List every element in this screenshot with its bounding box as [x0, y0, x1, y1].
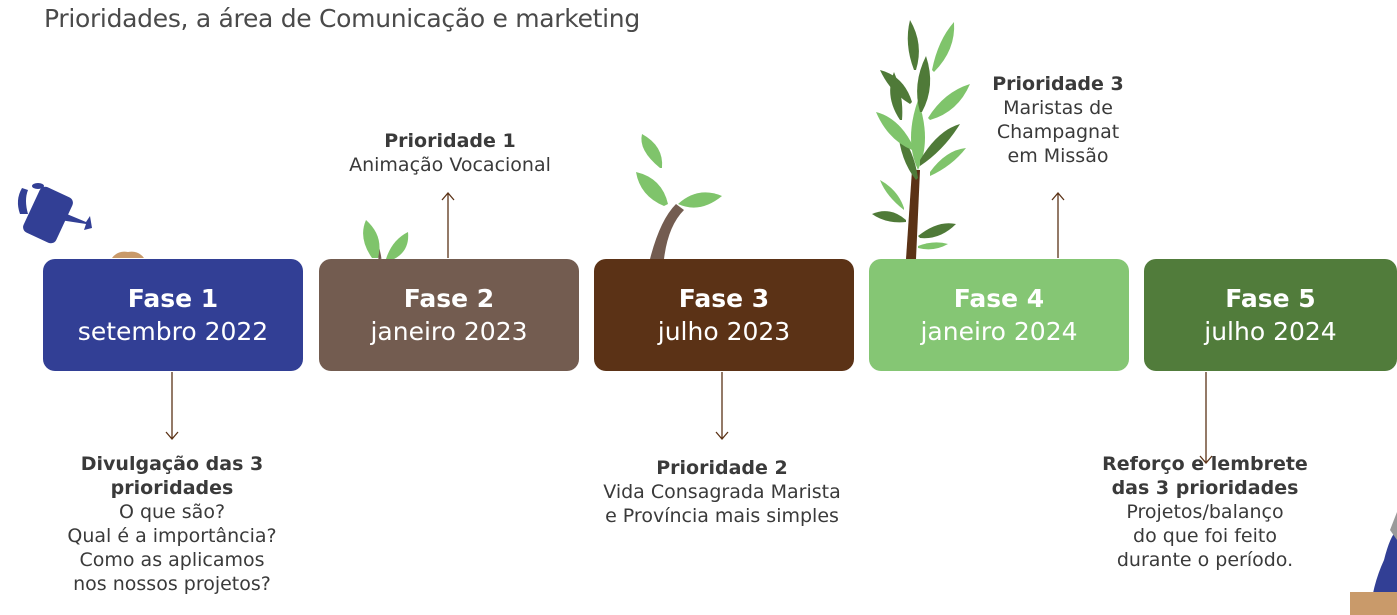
- note-heading: prioridades: [110, 477, 234, 499]
- phase-name: Fase 3: [678, 284, 770, 313]
- note-line: Champagnat: [996, 121, 1120, 143]
- phase-name: Fase 5: [1225, 284, 1316, 313]
- note-line: em Missão: [1007, 145, 1109, 167]
- person-icon: [1350, 512, 1397, 615]
- page-title: Prioridades, a área de Comunicação e mar…: [44, 4, 640, 33]
- note-heading: Prioridade 2: [656, 457, 788, 479]
- phase-name: Fase 1: [127, 284, 219, 313]
- phase-box-4: Fase 4 janeiro 2024: [869, 259, 1129, 371]
- phase-date: setembro 2022: [77, 317, 269, 346]
- phase-box-1: Fase 1 setembro 2022: [43, 259, 303, 371]
- note-fase5: Reforço e lembrete das 3 prioridades Pro…: [1080, 452, 1330, 572]
- note-fase3: Prioridade 2 Vida Consagrada Marista e P…: [586, 456, 858, 528]
- note-fase2: Prioridade 1 Animação Vocacional: [300, 129, 600, 177]
- note-heading: Reforço e lembrete: [1102, 453, 1308, 475]
- hand-icon: [112, 251, 144, 258]
- phase-date: janeiro 2023: [370, 317, 528, 346]
- phase-box-5: Fase 5 julho 2024: [1144, 259, 1397, 371]
- note-line: Projetos/balanço: [1126, 501, 1284, 523]
- note-line: do que foi feito: [1133, 525, 1277, 547]
- phase-date: julho 2023: [657, 317, 791, 346]
- note-line: Como as aplicamos: [79, 549, 265, 571]
- note-line: Animação Vocacional: [349, 154, 551, 176]
- note-heading: das 3 prioridades: [1111, 477, 1299, 499]
- phase-box-2: Fase 2 janeiro 2023: [319, 259, 579, 371]
- note-line: nos nossos projetos?: [73, 573, 271, 595]
- phase-name: Fase 4: [953, 284, 1045, 313]
- note-line: Maristas de: [1003, 97, 1113, 119]
- note-fase1: Divulgação das 3 prioridades O que são? …: [22, 452, 322, 596]
- note-line: Vida Consagrada Marista: [603, 481, 841, 503]
- phase-date: julho 2024: [1204, 317, 1337, 346]
- phase-name: Fase 2: [403, 284, 495, 313]
- sprout-icon: [363, 220, 409, 260]
- phase-box-3: Fase 3 julho 2023: [594, 259, 854, 371]
- note-heading: Divulgação das 3: [80, 453, 264, 475]
- note-line: O que são?: [118, 501, 226, 523]
- note-heading: Prioridade 3: [992, 73, 1124, 95]
- small-tree-icon: [636, 134, 722, 259]
- phase-date: janeiro 2024: [920, 317, 1078, 346]
- note-fase4: Prioridade 3 Maristas de Champagnat em M…: [968, 72, 1148, 168]
- watering-can-icon: [17, 183, 92, 244]
- note-line: durante o período.: [1116, 549, 1294, 571]
- connector-arrows: [165, 192, 1213, 464]
- tree-icon: [872, 20, 970, 259]
- note-line: Qual é a importância?: [67, 525, 277, 547]
- note-heading: Prioridade 1: [384, 130, 516, 152]
- note-line: e Província mais simples: [605, 505, 839, 527]
